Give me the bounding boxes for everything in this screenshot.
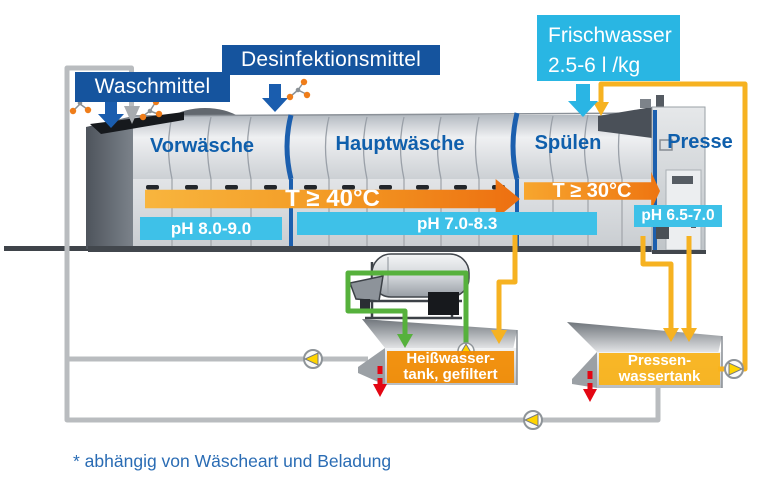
pump-icon <box>724 359 744 379</box>
disinfectant-arrow-icon <box>262 84 288 112</box>
detergent-arrow-icon <box>98 100 124 128</box>
ph-bar-hauptwaesche: pH 7.0-8.3 <box>297 212 597 235</box>
section-label-vorwaesche: Vorwäsche <box>149 135 255 157</box>
freshwater-arrow-icon <box>568 84 598 117</box>
detergent-banner-label: Waschmittel <box>94 75 211 98</box>
hot-water-tank-label: Heißwasser- tank, gefiltert <box>387 349 514 383</box>
ph-bar-presse: pH 6.5-7.0 <box>634 205 722 227</box>
pump-icon <box>303 349 323 369</box>
freshwater-banner-line2: 2.5-6 l /kg <box>548 54 641 78</box>
yellow-pipe-arrowheads <box>491 102 697 344</box>
press-to-tank-pipe-1 <box>640 236 674 329</box>
hot-water-tank-label-line1: Heißwasser- <box>406 349 495 367</box>
section-label-spuelen: Spülen <box>534 132 602 154</box>
hot-tank-inflow-arrow-icon <box>491 330 507 344</box>
footnote: * abhängig von Wäscheart und Beladung <box>73 451 392 471</box>
drain-arrows <box>373 366 597 402</box>
press-water-tank-label-line1: Pressen- <box>627 351 692 369</box>
main-wash-to-hot-tank-pipe <box>496 234 518 331</box>
molecule-icon <box>69 100 92 115</box>
molecule-icon <box>286 78 311 101</box>
loading-hopper <box>90 112 184 134</box>
press-water-tank-label-line2: wassertank <box>618 368 701 385</box>
hot-water-tank-label-line2: tank, gefiltert <box>403 366 498 383</box>
drain-arrow-icon <box>373 366 387 397</box>
section-label-presse: Presse <box>667 131 733 153</box>
ph-bar-vorwaesche: pH 8.0-9.0 <box>140 217 282 240</box>
arch-segment-dividers <box>167 113 623 180</box>
disinfectant-banner: Desinfektionsmittel <box>222 45 440 75</box>
press-unit <box>598 95 706 254</box>
filtered-water-arrow-icon <box>397 334 413 348</box>
freshwater-banner: Frischwasser 2.5-6 l /kg <box>537 15 680 81</box>
freshwater-banner-line1: Frischwasser <box>548 24 672 47</box>
washer-base <box>88 246 658 252</box>
tunnel-arch-band <box>133 115 660 179</box>
rinse-return-arrow-icon <box>593 102 609 116</box>
molecule-icons <box>69 78 311 121</box>
press-tank-inflow-arrow2-icon <box>681 328 697 342</box>
drain-arrow-icon <box>583 371 597 402</box>
section-label-hauptwaesche: Hauptwäsche <box>335 133 465 155</box>
floor-rail <box>4 246 136 251</box>
detergent-banner: Waschmittel <box>75 72 230 102</box>
recycled-water-arrow-icon <box>124 106 140 124</box>
green-filter-loop <box>345 270 469 350</box>
washer-left-cap <box>86 116 133 249</box>
press-water-tank-label: Pressen- wassertank <box>599 351 720 385</box>
press-tank-inflow-arrow-icon <box>663 328 679 342</box>
dosing-arrows <box>98 84 598 128</box>
pump-icon <box>523 410 543 430</box>
disinfectant-banner-label: Desinfektionsmittel <box>240 48 422 71</box>
zone-dividers <box>284 112 520 180</box>
